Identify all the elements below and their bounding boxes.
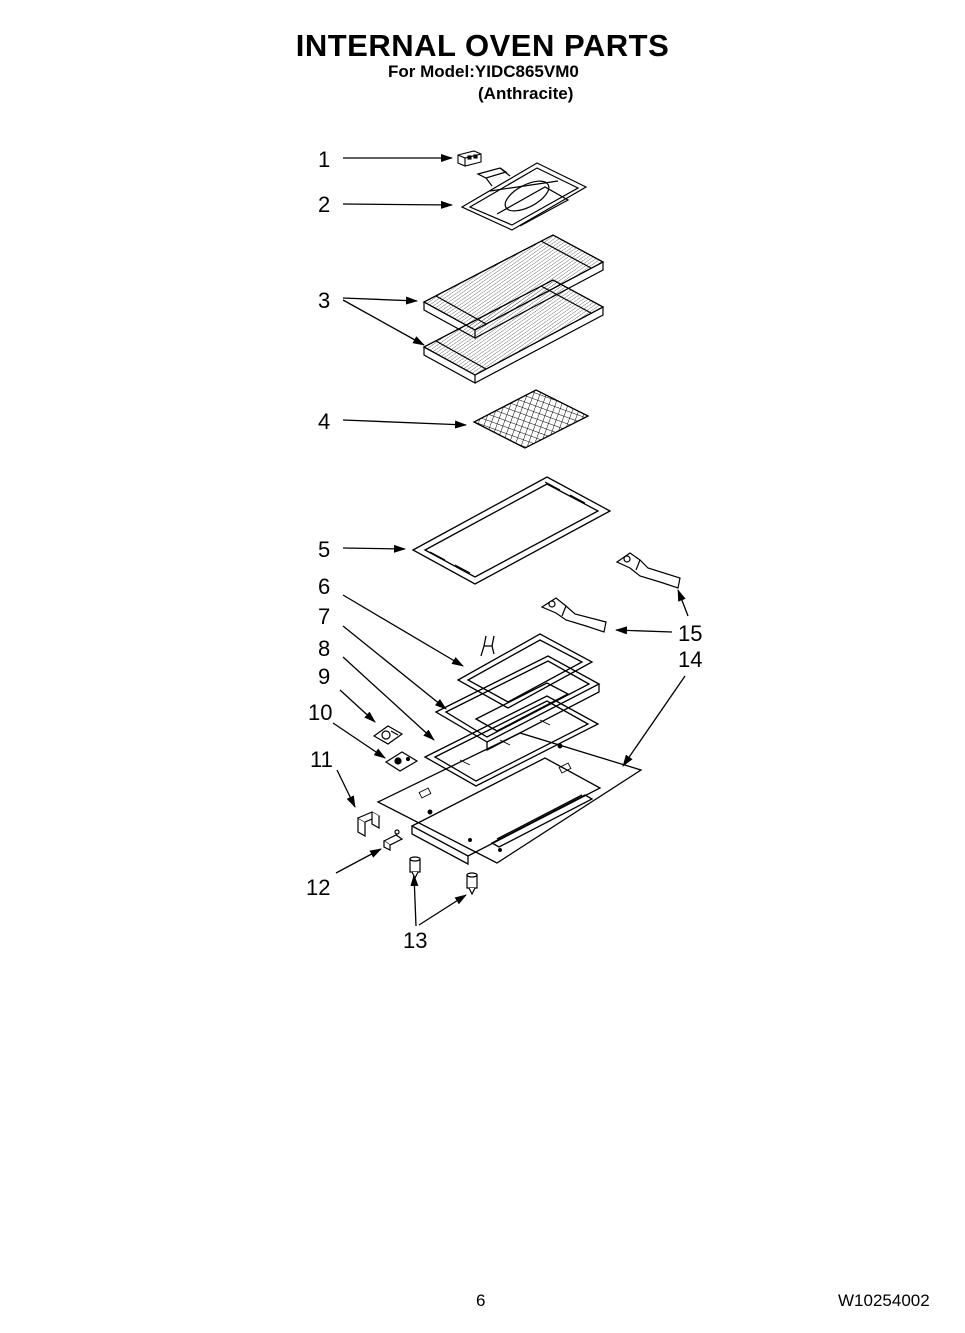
door-hinge-part bbox=[540, 597, 607, 633]
mounting-plate-part bbox=[384, 751, 419, 772]
wire-insert-part bbox=[472, 389, 590, 449]
callout-2: 2 bbox=[318, 192, 330, 217]
color-line: (Anthracite) bbox=[478, 84, 574, 103]
sensor-clip-part bbox=[372, 725, 404, 745]
leveling-leg-part bbox=[409, 856, 421, 880]
oven-rack-upper-part bbox=[422, 234, 605, 340]
leveling-leg-part bbox=[466, 872, 478, 896]
page-title: INTERNAL OVEN PARTS bbox=[295, 28, 670, 63]
model-line: For Model:YIDC865VM0 bbox=[388, 62, 579, 81]
leader-lines bbox=[332, 154, 689, 927]
callout-5: 5 bbox=[318, 537, 330, 562]
callout-7: 7 bbox=[318, 604, 330, 629]
callout-12: 12 bbox=[306, 875, 330, 900]
base-panel-part bbox=[376, 732, 643, 866]
bracket-part bbox=[357, 811, 381, 838]
callout-15: 15 bbox=[678, 621, 702, 646]
callout-4: 4 bbox=[318, 409, 330, 434]
callout-1: 1 bbox=[318, 147, 330, 172]
callout-13: 13 bbox=[403, 928, 427, 953]
oven-rack-lower-part bbox=[422, 279, 605, 385]
document-number: W10254002 bbox=[838, 1291, 930, 1310]
callout-11: 11 bbox=[310, 747, 333, 772]
callout-6: 6 bbox=[318, 574, 330, 599]
lower-tray-part bbox=[434, 655, 601, 752]
callout-14: 14 bbox=[678, 647, 702, 672]
door-hinge-part bbox=[615, 552, 681, 589]
page-number: 6 bbox=[476, 1291, 486, 1310]
bake-element-part bbox=[456, 633, 594, 709]
callout-10: 10 bbox=[308, 700, 332, 725]
callout-8: 8 bbox=[318, 636, 330, 661]
gasket-frame-part bbox=[411, 476, 612, 585]
clip-part bbox=[382, 829, 404, 851]
terminal-block-part bbox=[457, 150, 482, 167]
callout-3: 3 bbox=[318, 288, 330, 313]
broil-element-part bbox=[460, 162, 588, 231]
callout-9: 9 bbox=[318, 664, 330, 689]
